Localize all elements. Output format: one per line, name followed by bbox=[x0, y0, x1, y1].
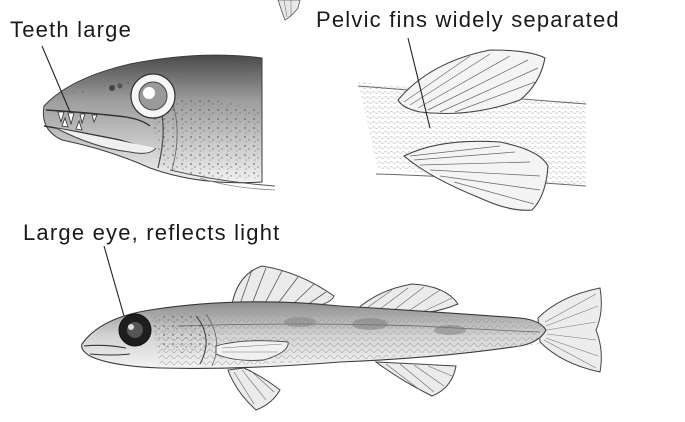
eye-leader-line bbox=[104, 246, 124, 316]
head-eye-icon bbox=[131, 74, 175, 118]
pelvic-fin-icon bbox=[228, 368, 280, 410]
anal-fin-icon bbox=[376, 362, 456, 396]
fin-fragment-icon bbox=[278, 0, 300, 20]
pelvic-fins-closeup bbox=[358, 50, 586, 210]
tail-fin-icon bbox=[538, 288, 601, 372]
fish-head-closeup bbox=[43, 55, 275, 190]
full-fish-illustration bbox=[82, 266, 602, 410]
fish-eye-icon bbox=[119, 314, 151, 346]
eye-label: Large eye, reflects light bbox=[23, 222, 280, 244]
pelvic-fins-label: Pelvic fins widely separated bbox=[316, 9, 620, 31]
teeth-label: Teeth large bbox=[10, 19, 132, 41]
